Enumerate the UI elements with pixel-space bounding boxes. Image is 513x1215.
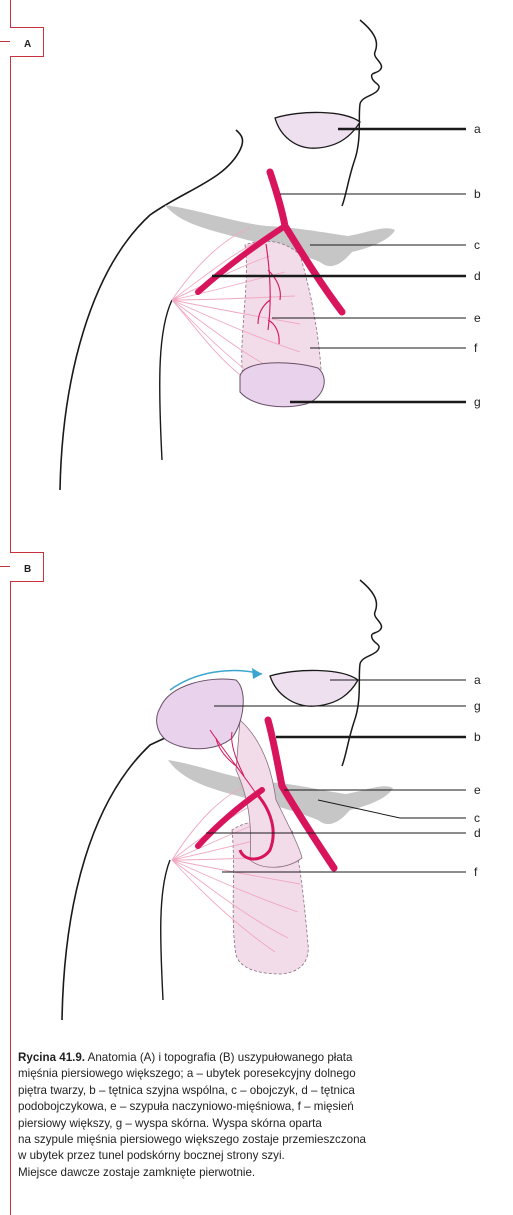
caption-text-1: Anatomia (A) i topografia (B) uszypułowa… bbox=[85, 1051, 352, 1064]
label-e: e bbox=[474, 311, 481, 325]
label-f: f bbox=[474, 341, 478, 355]
caption-line-2: mięśnia piersiowego większego; a – ubyte… bbox=[18, 1066, 504, 1082]
label-a-b: a bbox=[474, 673, 481, 687]
panel-a-labels: a b c d e f g bbox=[474, 122, 481, 409]
axilla-outline-b bbox=[161, 860, 170, 1000]
label-g-b: g bbox=[474, 699, 481, 713]
caption-line-1: Rycina 41.9. Anatomia (A) i topografia (… bbox=[18, 1050, 504, 1066]
arrow-head-icon bbox=[252, 668, 262, 679]
label-c: c bbox=[474, 238, 480, 252]
figure-caption: Rycina 41.9. Anatomia (A) i topografia (… bbox=[18, 1050, 504, 1181]
label-d: d bbox=[474, 269, 481, 283]
label-g: g bbox=[474, 395, 481, 409]
label-b: b bbox=[474, 187, 481, 201]
skin-island-g bbox=[240, 363, 324, 407]
face-profile bbox=[342, 20, 382, 206]
defect-a bbox=[275, 112, 360, 148]
skin-island-g-b bbox=[157, 679, 244, 749]
shoulder-outline bbox=[60, 130, 243, 490]
label-b-b: b bbox=[474, 730, 481, 744]
caption-line-3: piętra twarzy, b – tętnica szyjna wspóln… bbox=[18, 1083, 504, 1099]
label-e-b: e bbox=[474, 783, 481, 797]
caption-heading: Rycina 41.9. bbox=[18, 1051, 85, 1064]
caption-line-5: piersiowy większy, g – wyspa skórna. Wys… bbox=[18, 1116, 504, 1132]
panel-b-labels: a g b e c d f bbox=[474, 673, 481, 879]
panel-a-illustration: a b c d e f g bbox=[0, 0, 513, 520]
label-c-b: c bbox=[474, 811, 480, 825]
defect-a-b bbox=[270, 670, 358, 706]
label-f-b: f bbox=[474, 865, 478, 879]
caption-line-6: na szypule mięśnia piersiowego większego… bbox=[18, 1132, 504, 1148]
caption-line-8: Miejsce dawcze zostaje zamknięte pierwot… bbox=[18, 1165, 504, 1181]
panel-b-illustration: a g b e c d f bbox=[0, 570, 513, 1030]
axilla-outline bbox=[160, 300, 172, 460]
caption-line-7: w ubytek przez tunel podskórny bocznej s… bbox=[18, 1148, 504, 1164]
label-d-b: d bbox=[474, 826, 481, 840]
caption-line-4: podobojczykowa, e – szypuła naczyniowo-m… bbox=[18, 1099, 504, 1115]
label-a: a bbox=[474, 122, 481, 136]
